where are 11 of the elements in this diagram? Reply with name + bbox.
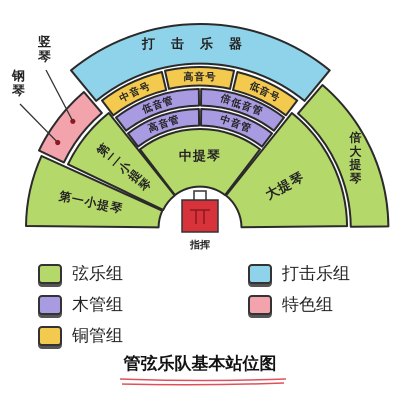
leader-line (45, 70, 76, 124)
instrument-label: 竖琴 (38, 36, 51, 66)
instrument-label: 钢琴 (12, 70, 25, 100)
legend-label: 特色组 (282, 294, 333, 316)
leader-line (20, 104, 60, 146)
legend-label: 打击乐组 (282, 263, 350, 285)
caption: 管弦乐队基本站位图 (124, 354, 276, 374)
legend-label: 弦乐组 (72, 263, 123, 285)
legend-label: 木管组 (72, 294, 123, 316)
conductor-podium: 指挥 (176, 190, 224, 252)
legend-label: 铜管组 (72, 325, 123, 347)
